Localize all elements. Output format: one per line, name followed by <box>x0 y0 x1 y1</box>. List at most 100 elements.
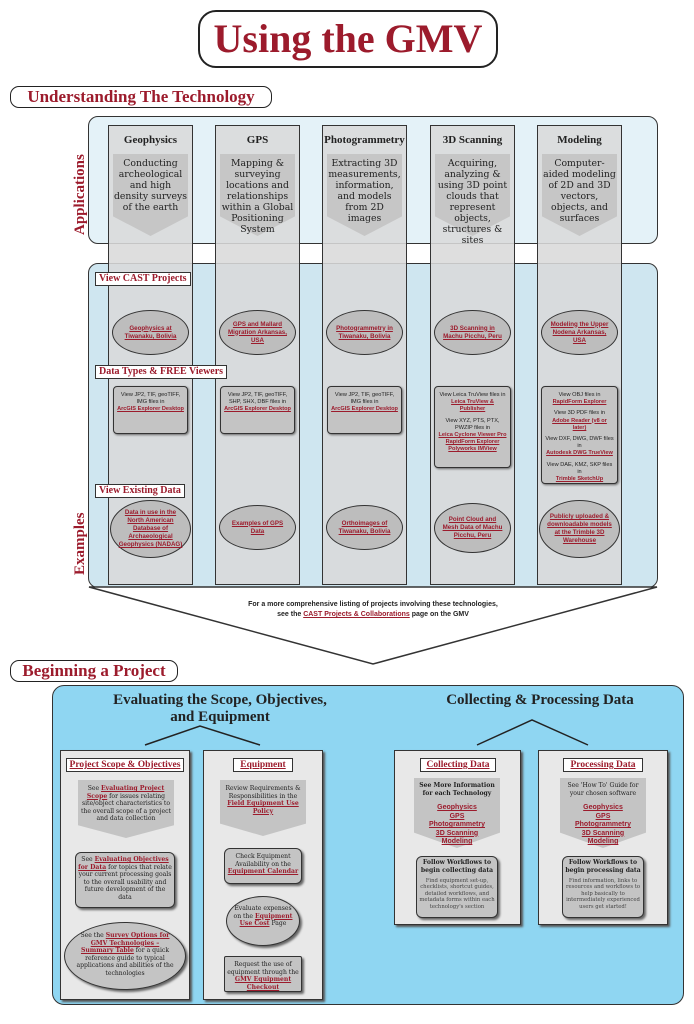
column-description: Extracting 3D measurements, information,… <box>328 158 401 224</box>
scope-chevron-shape <box>78 780 174 838</box>
chevron-shape <box>113 154 188 236</box>
column-description: Conducting archeological and high densit… <box>113 158 188 213</box>
data-types-box-photogrammetry: View JP2, TIF, geoTIFF, IMG files in Arc… <box>327 386 402 434</box>
3d-scanning-link[interactable]: 3D Scanning <box>581 829 625 837</box>
geophysics-link[interactable]: Geophysics <box>437 804 477 811</box>
survey-options-link[interactable]: Survey Options for GMV Technologies – Su… <box>80 932 170 955</box>
data-types-text: View 3D PDF files in <box>554 410 605 417</box>
equipment-chevron-shape <box>220 780 306 836</box>
equipment-use-cost-link[interactable]: Equipment Use Cost <box>239 912 293 928</box>
scope-box-shape <box>75 852 175 908</box>
equipment-item-3: Evaluate expenses on the Equipment Use C… <box>230 905 296 928</box>
project-link-photogrammetry[interactable]: Photogrammetry in Tiwanaku, Bolivia <box>326 310 403 355</box>
existing-data-link-modeling[interactable]: Publicly uploaded & downloadable models … <box>539 500 620 558</box>
viewer-link[interactable]: Leica TruView & Publisher <box>451 399 494 413</box>
gps-link[interactable]: GPS <box>449 812 465 820</box>
collect-info: See More Information for each Technology <box>419 782 495 797</box>
viewer-link[interactable]: ArcGIS Explorer Desktop <box>117 406 184 413</box>
equipment-calendar-link[interactable]: Equipment Calendar <box>227 868 299 876</box>
viewer-link[interactable]: RapidForm Explorer <box>445 439 500 446</box>
data-types-tag: Data Types & FREE Viewers <box>95 365 228 379</box>
modeling-link[interactable]: Modeling <box>587 838 619 846</box>
existing-data-link-gps[interactable]: Examples of GPS Data <box>219 505 296 550</box>
existing-data-link-3d-scanning[interactable]: Point Cloud and Mesh Data of Machu Picch… <box>434 503 511 553</box>
data-types-text: View DAE, KMZ, SKP files in <box>546 461 613 475</box>
collecting-data-title: Collecting Data <box>420 758 496 772</box>
photogrammetry-link[interactable]: Photogrammetry <box>574 821 631 829</box>
data-types-text: View JP2, TIF, geoTIFF, IMG files in <box>334 392 395 406</box>
collect-links: Geophysics GPS Photogrammetry 3D Scannin… <box>416 804 498 847</box>
process-info: See 'How To' Guide for your chosen softw… <box>567 782 639 797</box>
viewer-link[interactable]: Polyworks IMView <box>448 446 497 453</box>
3d-scanning-link[interactable]: 3D Scanning <box>435 829 479 837</box>
note-line: For a more comprehensive listing of proj… <box>248 601 498 608</box>
note-text: see the <box>277 611 302 618</box>
processing-data-title: Processing Data <box>563 758 643 772</box>
collect-workflow-box <box>416 856 498 918</box>
evaluating-project-scope-link[interactable]: Evaluating Project Scope <box>86 785 165 800</box>
existing-data-link-photogrammetry[interactable]: Orthoimages of Tiwanaku, Bolivia <box>326 505 403 550</box>
column-description: Mapping & surveying locations and relati… <box>221 158 294 235</box>
section-understanding-heading: Understanding The Technology <box>10 86 272 108</box>
project-scope-title: Project Scope & Objectives <box>66 758 184 772</box>
examples-row-label: Examples <box>72 512 88 575</box>
equipment-item-1: Review Requirements & Responsibilities i… <box>224 785 302 815</box>
project-link-modeling[interactable]: Modeling the Upper Nodena Arkansas, USA <box>541 310 618 355</box>
data-types-box-3d-scanning: View Leica TruView files in Leica TruVie… <box>434 386 511 468</box>
viewer-link[interactable]: ArcGIS Explorer Desktop <box>224 406 291 413</box>
process-workflow-box <box>562 856 644 918</box>
item-text: See <box>81 856 93 863</box>
column-description: Computer-aided modeling of 2D and 3D vec… <box>543 158 616 224</box>
view-cast-projects-tag: View CAST Projects <box>95 272 191 286</box>
scope-ellipse-shape <box>64 922 186 990</box>
existing-data-link-geophysics[interactable]: Data in use in the North American Databa… <box>110 500 191 558</box>
data-types-text: View XYZ, PTS, PTX, PWZIP files in <box>445 417 500 431</box>
item-text: Request the use of equipment through the <box>227 961 299 976</box>
photogrammetry-link[interactable]: Photogrammetry <box>428 821 485 829</box>
data-types-text: View Leica TruView files in <box>439 392 506 398</box>
gmv-equipment-checkout-link[interactable]: GMV Equipment Checkout <box>234 976 292 991</box>
data-types-text: View DXF, DWG, DWF files in <box>545 436 614 450</box>
collecting-processing-heading: Collecting & Processing Data <box>446 692 634 708</box>
gps-link[interactable]: GPS <box>595 812 611 820</box>
applications-row-label: Applications <box>72 154 88 235</box>
column-title: GPS <box>246 134 269 146</box>
geophysics-link[interactable]: Geophysics <box>583 804 623 811</box>
project-link-3d-scanning[interactable]: 3D Scanning in Machu Picchu, Peru <box>434 310 511 355</box>
note-text: page on the GMV <box>411 611 469 618</box>
viewer-link[interactable]: Trimble SketchUp <box>555 476 604 483</box>
column-title: Modeling <box>557 134 602 146</box>
equipment-item-4: Request the use of equipment through the… <box>226 961 300 991</box>
item-text: See <box>87 785 100 792</box>
viewer-link[interactable]: ArcGIS Explorer Desktop <box>331 406 398 413</box>
item-text: Evaluate expenses on the <box>233 905 292 920</box>
column-description: Acquiring, analyzing & using 3D point cl… <box>437 158 508 246</box>
item-text: See the <box>80 932 104 939</box>
scope-item-3: See the Survey Options for GMV Technolog… <box>76 932 174 978</box>
scope-item-1: See Evaluating Project Scope for issues … <box>80 785 172 823</box>
data-types-box-modeling: View OBJ files in RapidForm Explorer Vie… <box>541 386 618 484</box>
field-equipment-policy-link[interactable]: Field Equipment Use Policy <box>227 800 299 815</box>
equipment-ellipse-shape <box>226 896 300 946</box>
project-link-gps[interactable]: GPS and Mallard Migration Arkansas, USA <box>219 310 296 355</box>
project-link-geophysics[interactable]: Geophysics at Tiwanaku, Bolivia <box>112 310 189 355</box>
item-text: Page <box>271 920 287 928</box>
item-text: for a quick reference guide to typical a… <box>76 947 174 977</box>
column-title: Photogrammetry <box>324 134 405 146</box>
chevron-shape <box>542 154 617 236</box>
chevron-shape <box>435 154 510 236</box>
item-text: for topics that relate your current proc… <box>78 863 172 901</box>
comprehensive-listing-note: For a more comprehensive listing of proj… <box>200 600 546 620</box>
chevron-shape <box>327 154 402 236</box>
viewer-link[interactable]: Autodesk DWG TrueView <box>546 450 613 457</box>
data-types-text: View JP2, TIF, geoTIFF, SHP, SHX, DBF fi… <box>227 392 288 406</box>
column-title: 3D Scanning <box>442 134 503 146</box>
evaluating-objectives-link[interactable]: Evaluating Objectives for Data <box>78 856 169 871</box>
modeling-link[interactable]: Modeling <box>441 838 473 846</box>
data-types-box-gps: View JP2, TIF, geoTIFF, SHP, SHX, DBF fi… <box>220 386 295 434</box>
viewer-link[interactable]: RapidForm Explorer <box>552 399 607 406</box>
cast-projects-link[interactable]: CAST Projects & Collaborations <box>303 611 410 618</box>
section-beginning-heading: Beginning a Project <box>10 660 178 682</box>
viewer-link[interactable]: Adobe Reader (v8 or later) <box>552 417 607 431</box>
viewer-link[interactable]: Leica Cyclone Viewer Pro <box>438 432 507 439</box>
